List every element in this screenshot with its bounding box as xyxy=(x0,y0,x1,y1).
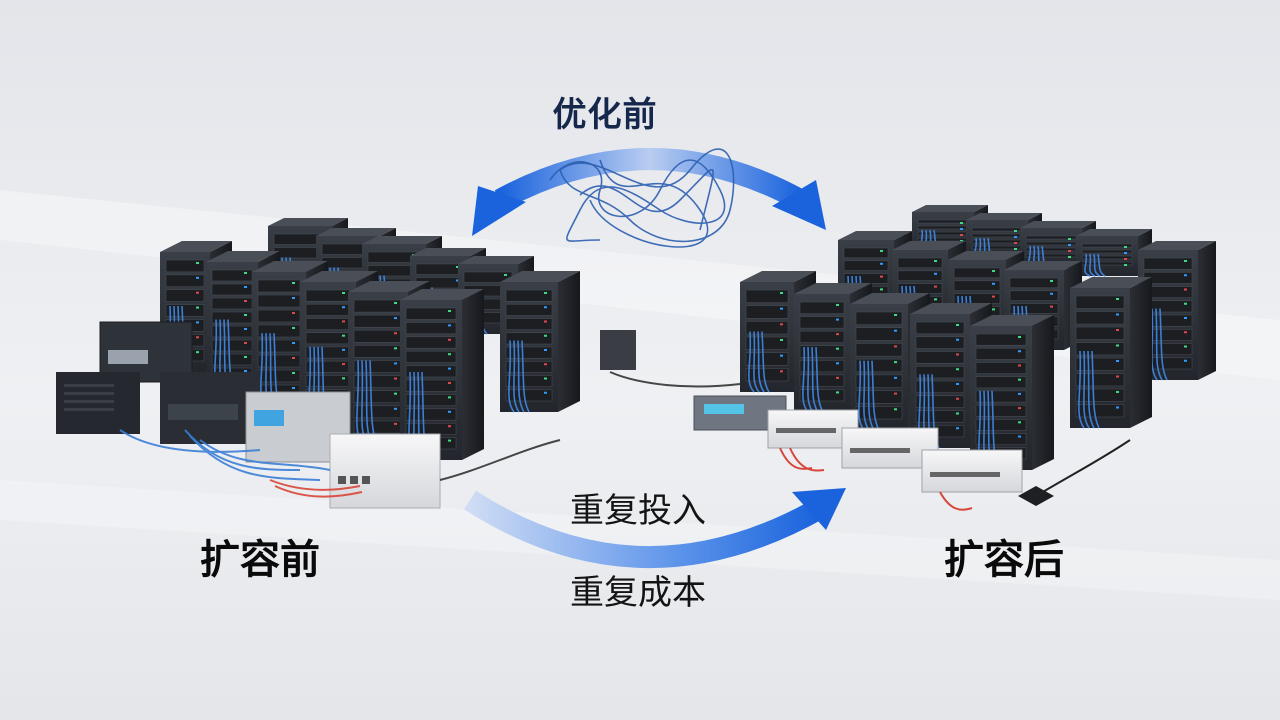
middle-label-repeated-cost: 重复成本 xyxy=(570,573,706,613)
top-label-before-optimization: 优化前 xyxy=(552,95,658,135)
right-cables xyxy=(779,439,1131,511)
left-equipment-boxes xyxy=(56,321,636,509)
right-label-after-expansion: 扩容后 xyxy=(944,537,1064,583)
left-label-before-expansion: 扩容前 xyxy=(200,537,320,583)
left-cables xyxy=(119,371,741,498)
top-double-arrow-icon xyxy=(472,148,826,236)
rack-left-front-6 xyxy=(500,271,580,413)
rack-right-front-4 xyxy=(970,315,1054,471)
tangled-cables-icon xyxy=(549,148,735,248)
rack-right-front-5 xyxy=(1070,277,1152,429)
right-server-group xyxy=(693,205,1216,511)
right-equipment-boxes xyxy=(693,395,1054,506)
left-server-group xyxy=(56,218,741,509)
rack-right-front-2 xyxy=(850,293,930,431)
middle-label-repeated-investment: 重复投入 xyxy=(570,491,706,531)
bottom-curved-arrow-icon xyxy=(464,488,846,568)
